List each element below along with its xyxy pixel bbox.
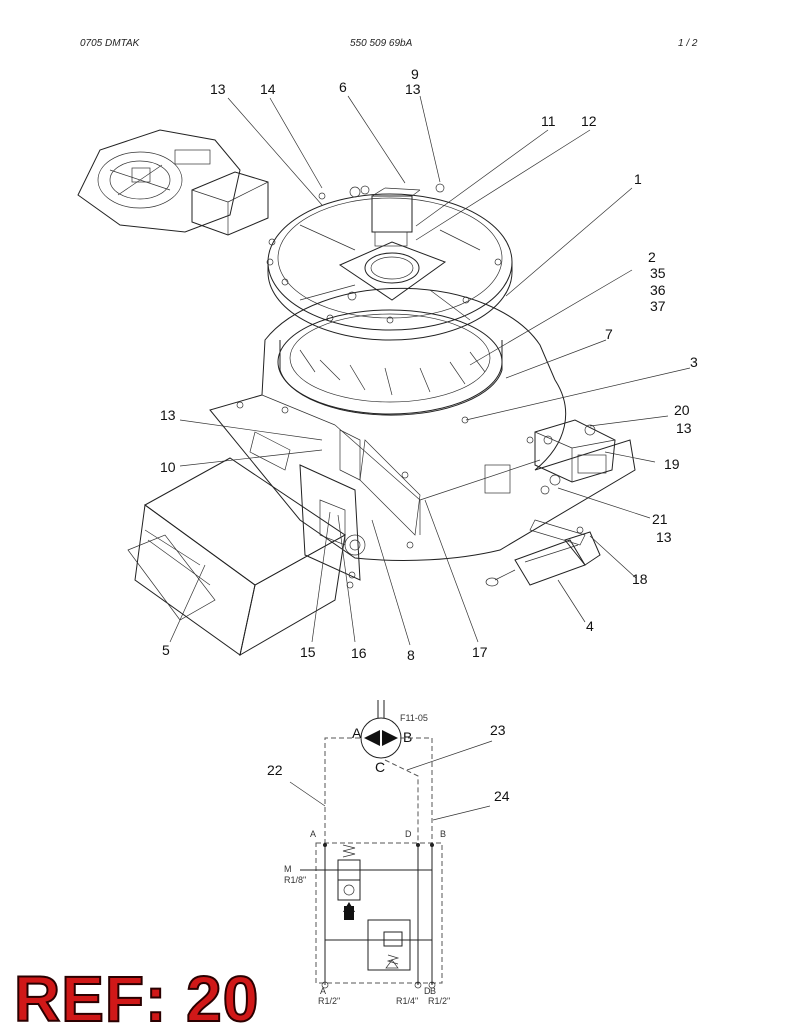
callout-8: 8 bbox=[407, 647, 415, 663]
schematic-size-b: R1/2" bbox=[428, 996, 450, 1006]
callout-9: 9 bbox=[411, 66, 419, 82]
callout-3: 3 bbox=[690, 354, 698, 370]
schematic-label-f11: F11-05 bbox=[400, 713, 428, 723]
impeller-wheel bbox=[277, 309, 503, 416]
callout-17: 17 bbox=[472, 644, 488, 660]
callout-6: 6 bbox=[339, 79, 347, 95]
leader-lines bbox=[169, 95, 691, 646]
callout-22: 22 bbox=[267, 762, 283, 778]
callout-13-top: 13 bbox=[405, 81, 421, 97]
header-part-number: 550 509 69bA bbox=[350, 38, 413, 49]
callout-24: 24 bbox=[494, 788, 510, 804]
callout-5: 5 bbox=[162, 642, 170, 658]
callout-10: 10 bbox=[160, 459, 176, 475]
callout-13-lower-right: 13 bbox=[656, 529, 672, 545]
callout-37: 37 bbox=[650, 298, 666, 314]
callout-11: 11 bbox=[541, 113, 556, 129]
callout-13-right: 13 bbox=[676, 420, 692, 436]
callout-15: 15 bbox=[300, 644, 316, 660]
callout-12: 12 bbox=[581, 113, 597, 129]
callout-35: 35 bbox=[650, 265, 666, 281]
schematic-port-b-top: B bbox=[403, 729, 412, 745]
schematic-line-a: A bbox=[310, 829, 316, 839]
overview-thumbnail bbox=[77, 129, 269, 236]
schematic-port-c: C bbox=[375, 759, 385, 775]
ref-badge: REF: 20 bbox=[13, 963, 260, 1035]
pneumatic-schematic: F11-05 A B C 22 23 24 A D B M R1/8" bbox=[267, 700, 510, 1006]
ref-label: REF: 20 bbox=[13, 963, 260, 1035]
schematic-line-b: B bbox=[440, 829, 446, 839]
schematic-port-a-top: A bbox=[352, 725, 362, 741]
callout-18: 18 bbox=[632, 571, 648, 587]
schematic-bottom-b: B bbox=[430, 986, 436, 996]
schematic-bottom-a: A bbox=[320, 986, 326, 996]
callout-19: 19 bbox=[664, 456, 680, 472]
callout-1: 1 bbox=[634, 171, 642, 187]
callout-13-top-left: 13 bbox=[210, 81, 226, 97]
schematic-line-d: D bbox=[405, 829, 412, 839]
callout-2: 2 bbox=[648, 249, 656, 265]
callout-7: 7 bbox=[605, 326, 613, 342]
valve-block bbox=[534, 419, 616, 495]
base-plate bbox=[209, 287, 636, 562]
callout-36: 36 bbox=[650, 282, 666, 298]
callout-23: 23 bbox=[490, 722, 506, 738]
top-cover-plate bbox=[266, 183, 513, 341]
callout-4: 4 bbox=[586, 618, 594, 634]
callout-16: 16 bbox=[351, 645, 367, 661]
schematic-size-d: R1/4" bbox=[396, 996, 418, 1006]
callout-20: 20 bbox=[674, 402, 690, 418]
header-doc-code: 0705 DMTAK bbox=[80, 38, 140, 49]
callout-21: 21 bbox=[652, 511, 668, 527]
callout-14: 14 bbox=[260, 81, 276, 97]
header-page-number: 1 / 2 bbox=[678, 38, 698, 49]
callout-13-left: 13 bbox=[160, 407, 176, 423]
pneumatic-cylinder bbox=[485, 519, 601, 587]
schematic-port-m: M bbox=[284, 864, 292, 874]
schematic-bottom-d: D bbox=[424, 986, 431, 996]
schematic-port-m-size: R1/8" bbox=[284, 875, 306, 885]
schematic-size-a: R1/2" bbox=[318, 996, 340, 1006]
